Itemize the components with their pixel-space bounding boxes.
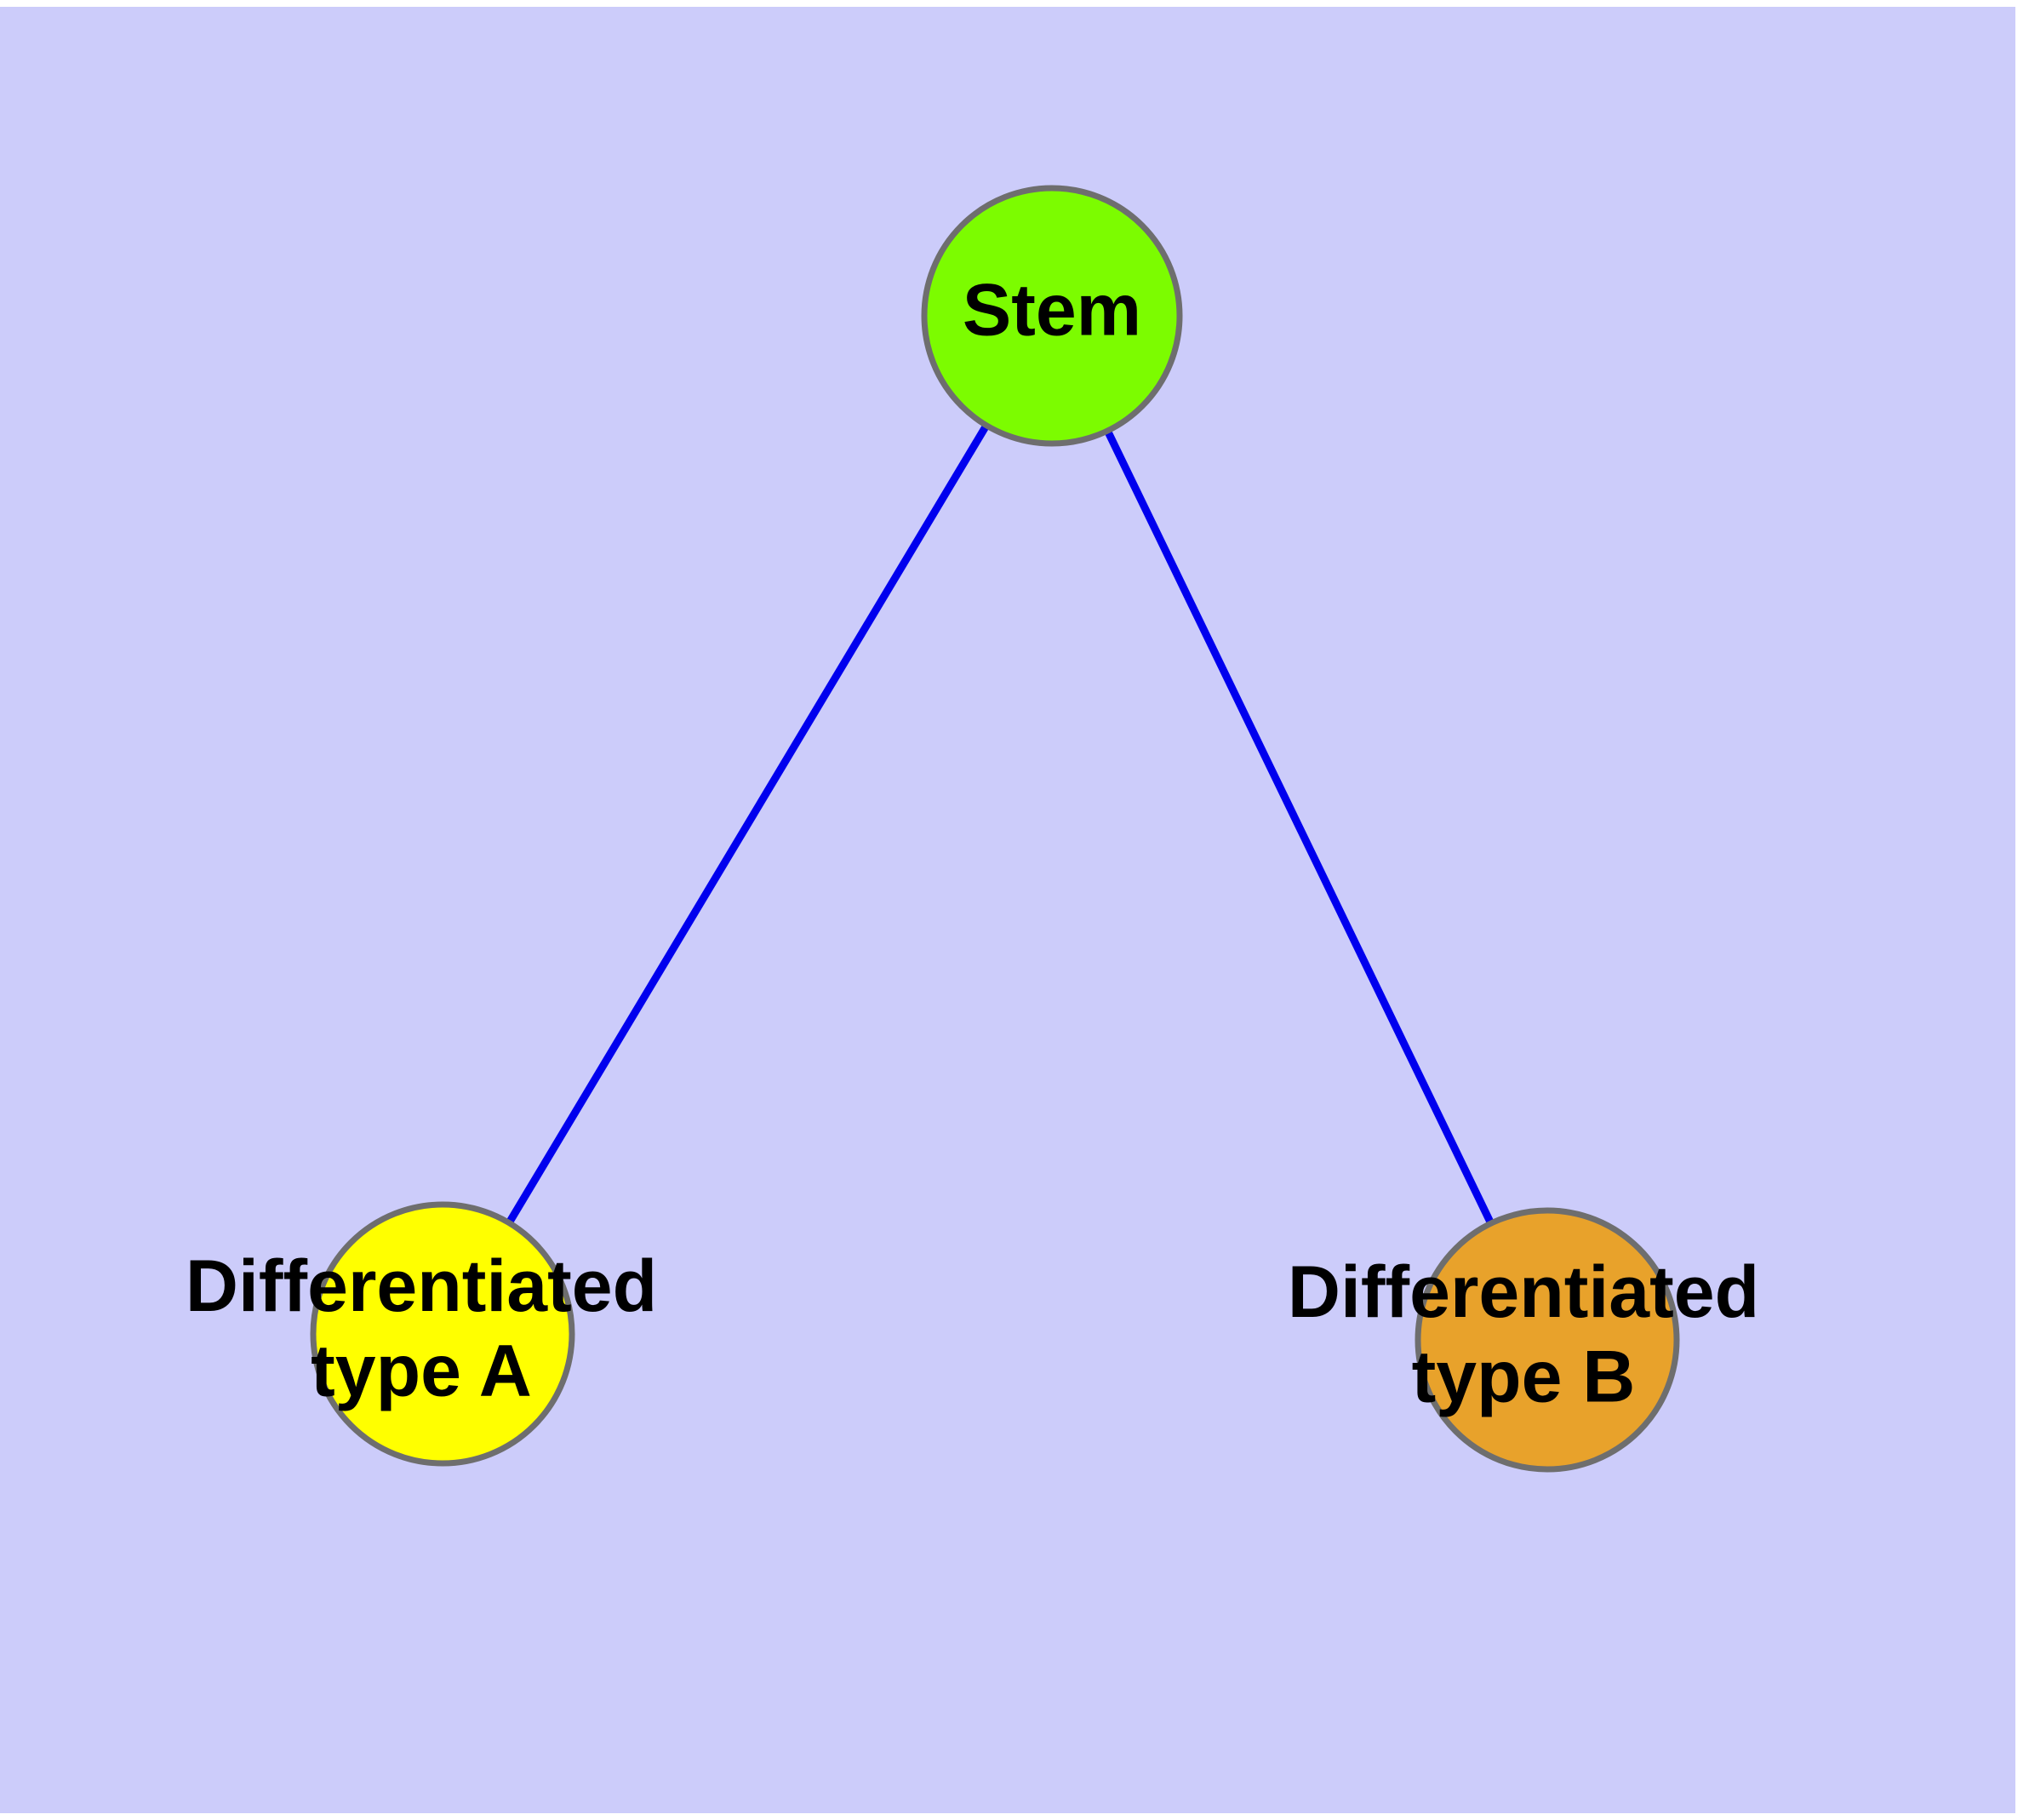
node-label-diff_b-line-1: Differentiated <box>1288 1251 1759 1333</box>
node-label-diff_b-line-2: type B <box>1412 1336 1636 1418</box>
graph-edge-stem-diff_a[interactable] <box>439 313 1055 1336</box>
node-label-diff_a-line-1: Differentiated <box>186 1245 657 1327</box>
graph-edge-stem-diff_b[interactable] <box>1048 314 1552 1342</box>
node-circle-stem[interactable] <box>921 185 1183 447</box>
node-circle-diff_a[interactable] <box>310 1201 575 1467</box>
node-label-stem-line-1: Stem <box>963 270 1141 352</box>
graph-node-stem[interactable]: Stem <box>921 185 1183 447</box>
edges-group <box>439 313 1552 1342</box>
node-circle-diff_b[interactable] <box>1415 1207 1680 1473</box>
node-label-diff_a-line-2: type A <box>311 1331 532 1412</box>
